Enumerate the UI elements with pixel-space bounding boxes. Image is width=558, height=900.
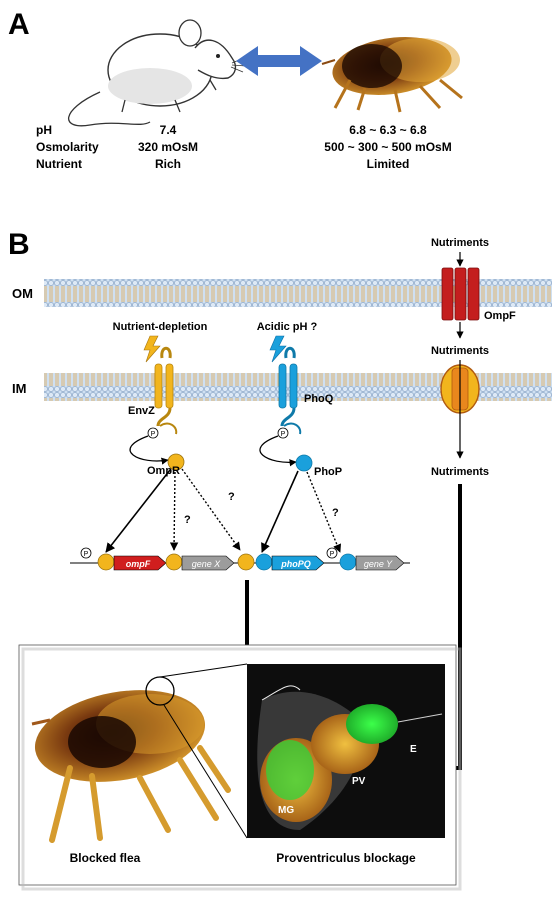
- ompf-porin: [441, 267, 480, 321]
- ompr-label: OmpR: [147, 465, 180, 477]
- lightning-blue-icon: [269, 335, 287, 363]
- phospho-envz-icon: [147, 427, 159, 439]
- gene-ompf-label: ompF: [126, 559, 151, 569]
- phop-label: PhoP: [314, 466, 342, 478]
- zoom-line-top: [159, 663, 248, 678]
- gene-phopq: [271, 555, 325, 571]
- phospho-phoq-icon: [277, 427, 289, 439]
- phospho-geney-text: P: [330, 551, 335, 558]
- phospho-phoq-text: P: [281, 431, 286, 438]
- phoq-phop-arrow: [259, 435, 297, 467]
- row-label-osmolarity: Osmolarity: [36, 140, 99, 154]
- phop-node: [295, 454, 313, 472]
- outer-membrane: [44, 279, 552, 307]
- pv-label: PV: [352, 776, 366, 787]
- phospho-ompf-icon: [80, 547, 92, 559]
- nutriments-top-label: Nutriments: [431, 237, 489, 249]
- question-genex: ?: [184, 514, 191, 526]
- flea-nutrient: Limited: [367, 157, 410, 171]
- nutriments-middle-label: Nutriments: [431, 345, 489, 357]
- blocked-flea-photo: [31, 676, 231, 843]
- phospho-envz-text: P: [151, 431, 156, 438]
- row-label-nutrient: Nutrient: [36, 157, 82, 171]
- ompr-genex-arrow: [169, 471, 179, 551]
- question-geney: ?: [332, 507, 339, 519]
- phop-phopq-arrow: [261, 470, 299, 553]
- lightning-yellow-icon: [143, 335, 161, 363]
- gene-x-label: gene X: [192, 559, 222, 569]
- ompf-label: OmpF: [484, 310, 516, 322]
- gene-row: P ompF gene X phoPQ P gene Y: [70, 547, 410, 571]
- blocked-flea-caption: Blocked flea: [70, 851, 141, 865]
- gene-y: [355, 555, 405, 571]
- proventriculus-micrograph: [247, 664, 445, 838]
- gene-x: [181, 555, 235, 571]
- nutrient-depletion-label: Nutrient-depletion: [113, 321, 208, 333]
- phop-geney-arrow: [306, 471, 341, 553]
- zoom-line-bottom: [163, 704, 248, 839]
- flea-ph: 6.8 ~ 6.3 ~ 6.8: [349, 123, 427, 137]
- acidic-ph-label: Acidic pH ?: [257, 321, 318, 333]
- e-label: E: [410, 744, 417, 755]
- envz-sensor: [154, 346, 178, 435]
- panel-b-label: B: [8, 228, 30, 261]
- gene-phopq-label: phoPQ: [280, 559, 311, 569]
- mouse-illustration: [68, 19, 247, 127]
- flea-osmolarity: 500 ~ 300 ~ 500 mOsM: [324, 140, 451, 154]
- flea-illustration: [321, 37, 463, 113]
- panel-a-label: A: [8, 8, 30, 41]
- double-arrow-icon: [236, 46, 322, 76]
- ompr-ompf-arrow: [105, 469, 171, 553]
- phospho-ompf-text: P: [84, 551, 89, 558]
- gene-ompf: [113, 555, 167, 571]
- photo-frame-shadow: [21, 647, 462, 891]
- outer-membrane-label: OM: [12, 286, 33, 301]
- proventriculus-caption: Proventriculus blockage: [276, 851, 416, 865]
- mouse-osmolarity: 320 mOsM: [138, 140, 198, 154]
- question-phopq: ?: [228, 491, 235, 503]
- conditions-table: pH Osmolarity Nutrient 7.4 320 mOsM Rich…: [36, 123, 452, 171]
- ompr-phopq-arrow: [181, 468, 241, 551]
- mouse-nutrient: Rich: [155, 157, 181, 171]
- phoq-sensor: [278, 346, 302, 435]
- nutriments-bottom-label: Nutriments: [431, 466, 489, 478]
- envz-ompr-arrow: [129, 435, 169, 465]
- gene-y-label: gene Y: [364, 559, 393, 569]
- phoq-label: PhoQ: [304, 393, 334, 405]
- mg-label: MG: [278, 805, 294, 816]
- mouse-ph: 7.4: [160, 123, 177, 137]
- row-label-ph: pH: [36, 123, 52, 137]
- phospho-geney-icon: [326, 547, 338, 559]
- inner-membrane-label: IM: [12, 381, 26, 396]
- ompr-node: [167, 453, 185, 471]
- envz-label: EnvZ: [128, 405, 155, 417]
